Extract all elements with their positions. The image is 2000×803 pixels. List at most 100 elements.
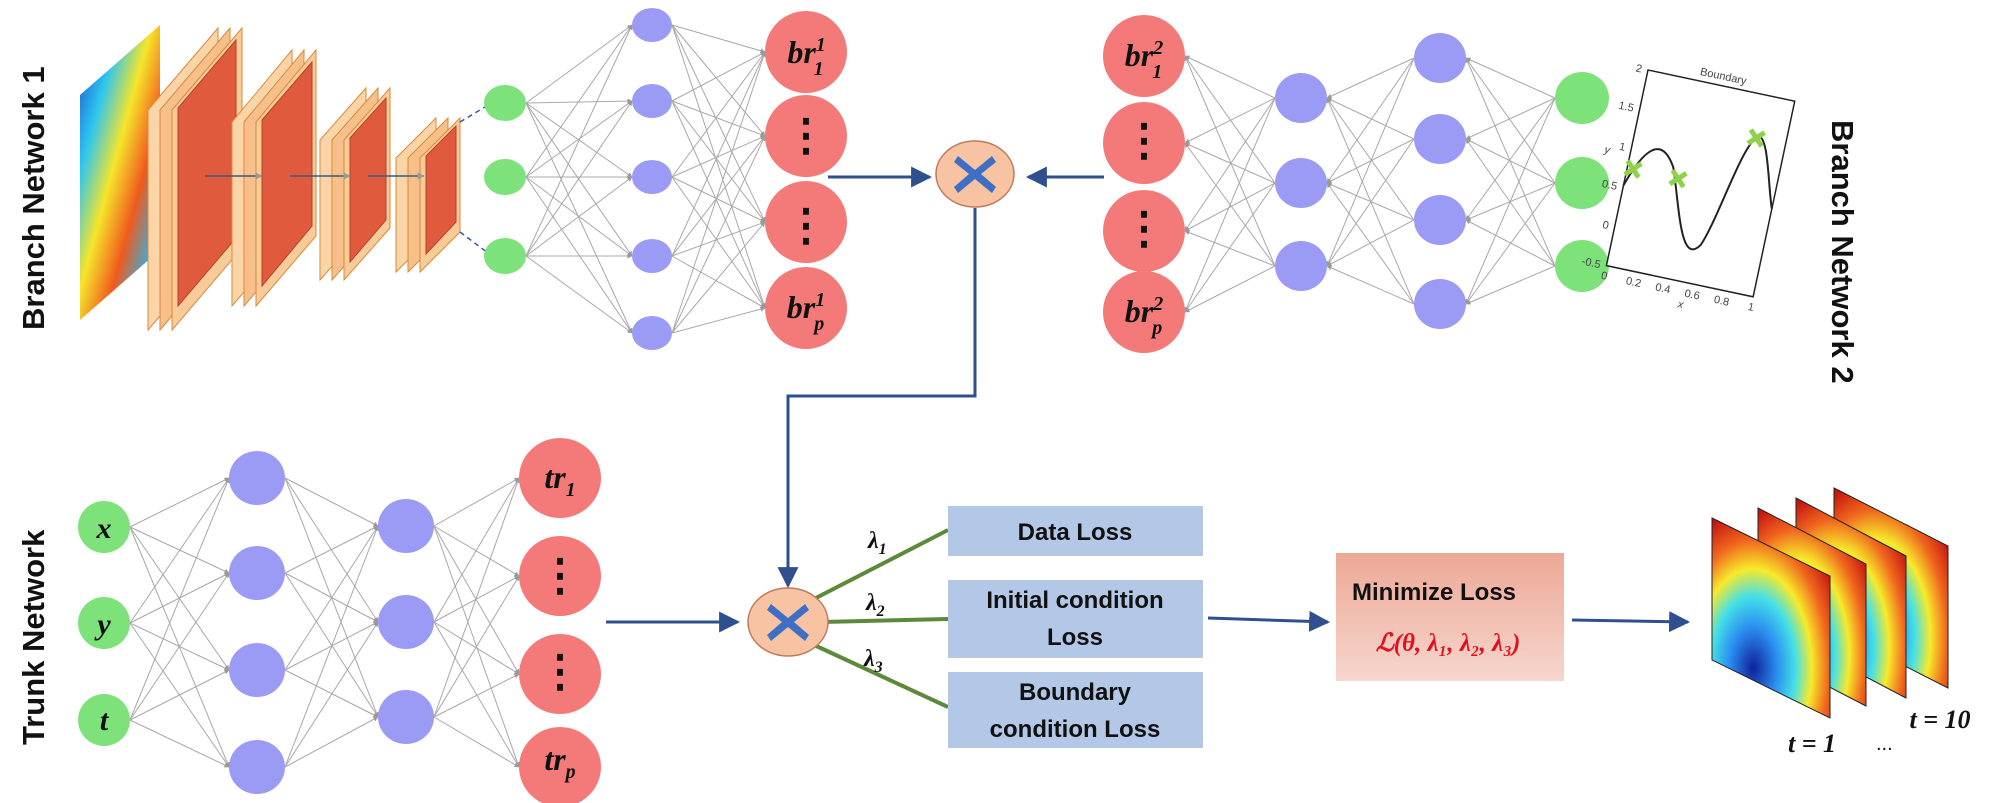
trunk-hidden-node <box>229 546 285 600</box>
branch2-hidden-node <box>1414 195 1466 245</box>
branch1-edge <box>525 100 633 178</box>
boundary-plot: Boundary x y 0 0.2 0.4 0.6 0.8 1 2 1.5 1… <box>1581 63 1796 314</box>
branch1-edge <box>671 51 766 257</box>
trunk-hidden-node <box>229 740 285 794</box>
branch2-hidden-node <box>1275 158 1327 208</box>
branch1-edge <box>671 221 766 257</box>
branch1-edge <box>525 255 633 334</box>
trunk-edge <box>129 477 230 528</box>
x-tick: 0 <box>1600 270 1608 283</box>
branch2-edge <box>1184 230 1276 267</box>
loss-formula: ℒ(θ, λ₁, λ₂, λ₃) <box>1376 630 1521 657</box>
trunk-edge <box>284 669 379 718</box>
trunk-edge <box>433 477 520 623</box>
boundary-plot-xlabel: x <box>1676 298 1685 311</box>
trunk-hidden-node <box>229 643 285 697</box>
branch1-edge <box>671 24 766 309</box>
branch2-hidden-node <box>1275 73 1327 123</box>
branch1-edge <box>671 221 766 334</box>
branch2-edge <box>1465 97 1556 305</box>
trunk-output-node <box>519 536 601 616</box>
branch1-input-node <box>484 238 526 274</box>
branch2-hidden-node <box>1414 114 1466 164</box>
trunk-network-label: Trunk Network <box>16 529 51 745</box>
minimize-loss-box: Minimize Loss ℒ(θ, λ₁, λ₂, λ₃) <box>1336 553 1564 681</box>
trunk-hidden-node <box>378 595 434 649</box>
branch2-edge <box>1326 97 1415 221</box>
network-nodes <box>78 8 1609 803</box>
trunk-input-t: t <box>100 704 110 737</box>
tr-first-label: tr1 <box>544 459 575 501</box>
branch1-output-node <box>765 95 847 177</box>
boundary-condition-loss-box: Boundary condition Loss <box>948 672 1203 748</box>
branch2-edge <box>1465 138 1556 267</box>
branch-network-2-label: Branch Network 2 <box>1825 120 1860 384</box>
branch2-output-node <box>1103 271 1185 353</box>
branch2-edge <box>1326 57 1415 267</box>
trunk-edge <box>433 477 520 718</box>
boundary-sample-marker <box>1668 168 1688 189</box>
branch2-input-node <box>1555 240 1609 292</box>
trunk-edge <box>284 477 379 527</box>
boundary-plot-ylabel: y <box>1602 144 1612 157</box>
branch1-edge <box>525 98 633 104</box>
y-tick: 0.5 <box>1601 178 1618 193</box>
trunk-edge <box>129 669 230 721</box>
trunk-edge <box>284 572 379 718</box>
trunk-edge <box>433 621 520 675</box>
trunk-edge <box>433 575 520 718</box>
branch2-edge <box>1326 219 1415 267</box>
time-label-first: t = 1 <box>1788 729 1836 758</box>
output-time-slices <box>1711 487 1949 719</box>
branch1-edge <box>671 135 766 178</box>
branch1-edge <box>671 100 766 309</box>
branch2-output-node <box>1103 102 1185 184</box>
branch2-output-node <box>1103 15 1185 97</box>
branch1-edge <box>671 24 766 54</box>
branch1-input-field <box>80 25 160 320</box>
br2-ellipsis-1: ⋮ <box>1122 116 1166 165</box>
branch1-hidden-node <box>632 239 672 273</box>
branch2-edge <box>1184 142 1276 184</box>
branch1-edge <box>671 24 766 223</box>
initial-condition-loss-box: Initial condition Loss <box>948 580 1203 658</box>
branch2-edge <box>1465 57 1556 99</box>
trunk-input-labels: x y t <box>94 512 111 737</box>
trunk-edge <box>284 525 379 671</box>
trunk-edge <box>129 477 230 721</box>
branch1-edge <box>525 102 633 334</box>
trunk-edge <box>284 525 379 574</box>
y-tick: 1.5 <box>1617 100 1634 115</box>
lambda-2: λ2 <box>865 590 885 620</box>
trunk-edge <box>284 716 379 768</box>
branch2-edge <box>1465 182 1556 305</box>
x-tick: 0.4 <box>1654 281 1671 296</box>
top-multiply-node <box>935 140 1015 208</box>
minimize-loss-title: Minimize Loss <box>1352 579 1516 606</box>
bottom-multiply-node <box>747 587 829 657</box>
branch2-input-node <box>1555 72 1609 124</box>
trunk-edge <box>129 572 230 721</box>
branch2-hidden-node <box>1275 241 1327 291</box>
branch2-edge <box>1465 57 1556 267</box>
branch2-edge <box>1465 97 1556 140</box>
branch2-edge <box>1326 265 1415 305</box>
lambda-1: λ1 <box>867 528 887 558</box>
branch1-edge <box>525 176 633 334</box>
trunk-input-x: x <box>96 512 112 545</box>
multiply-icon <box>767 604 809 641</box>
trunk-input-node <box>78 501 130 553</box>
x-tick: 0.2 <box>1625 275 1642 290</box>
branch-network-1-label: Branch Network 1 <box>16 66 51 330</box>
trunk-edge <box>433 525 520 577</box>
branch2-edge <box>1184 182 1276 232</box>
branch1-edge <box>671 24 766 137</box>
branch2-edge <box>1184 55 1276 184</box>
tr-last-label: trp <box>544 741 575 783</box>
branch2-edge <box>1326 97 1415 140</box>
trunk-edge <box>284 525 379 768</box>
branch1-hidden-node <box>632 8 672 42</box>
branch1-edge <box>671 51 766 334</box>
trunk-input-node <box>78 597 130 649</box>
